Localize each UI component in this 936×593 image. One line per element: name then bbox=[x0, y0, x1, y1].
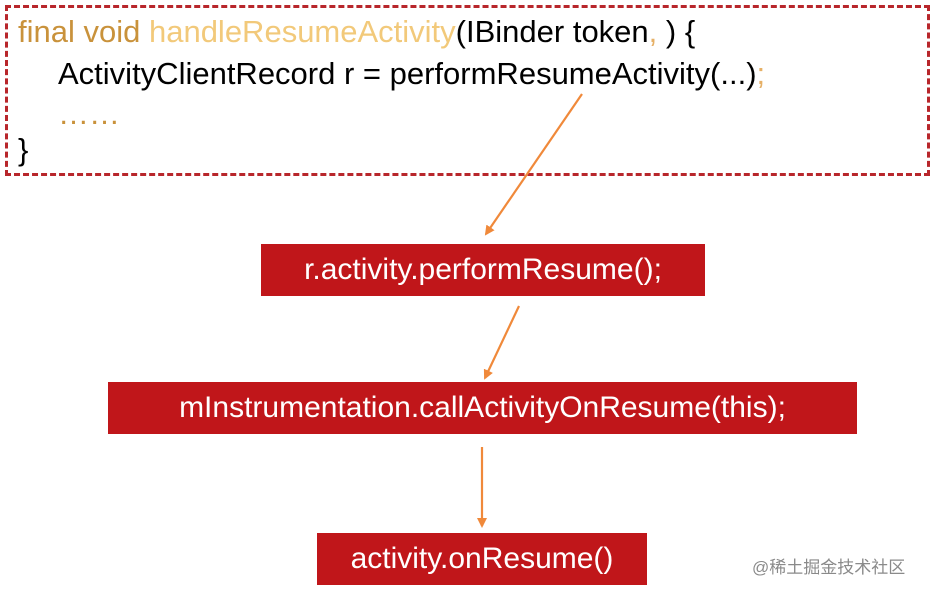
arrow-code-to-perform-resume bbox=[484, 93, 583, 236]
node-call-activity-on-resume: mInstrumentation.callActivityOnResume(th… bbox=[108, 382, 857, 434]
arrow-perform-resume-to-instrumentation bbox=[483, 305, 520, 380]
code-comma: , bbox=[648, 14, 658, 49]
code-snippet-box bbox=[5, 5, 930, 176]
code-keywords: final void bbox=[18, 14, 149, 49]
node-perform-resume: r.activity.performResume(); bbox=[261, 244, 705, 296]
node-on-resume: activity.onResume() bbox=[317, 533, 647, 585]
watermark-text: @稀土掘金技术社区 bbox=[752, 558, 906, 577]
code-function-name: handleResumeActivity bbox=[148, 14, 456, 49]
code-line-ellipsis: …… bbox=[58, 96, 120, 131]
code-line-signature: final void handleResumeActivity(IBinder … bbox=[18, 14, 695, 50]
code-params: (IBinder token bbox=[455, 14, 649, 49]
code-assignment: ActivityClientRecord r = performResumeAc… bbox=[58, 56, 757, 91]
code-brace-open: ) { bbox=[657, 14, 696, 49]
code-semicolon: ; bbox=[756, 56, 766, 91]
code-line-close-brace: } bbox=[18, 132, 29, 167]
code-line-assignment: ActivityClientRecord r = performResumeAc… bbox=[58, 56, 765, 92]
